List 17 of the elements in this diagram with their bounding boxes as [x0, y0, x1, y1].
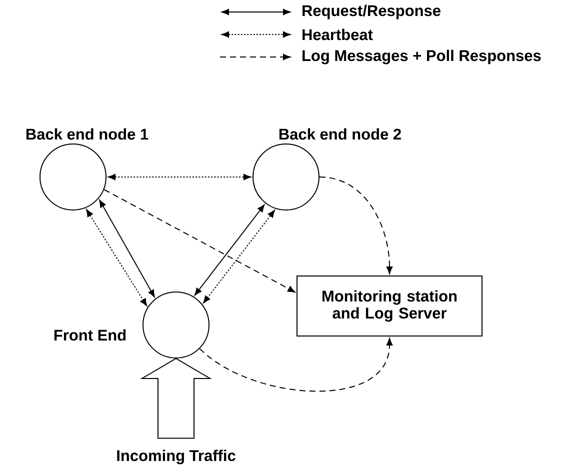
- legend-label: Heartbeat: [302, 28, 373, 40]
- arrow: [194, 204, 265, 296]
- node-label: Front End: [54, 329, 126, 341]
- arrow: [319, 176, 393, 274]
- legend-label: Log Messages + Poll Responses: [302, 50, 541, 64]
- legend-label: Request/Response: [302, 4, 440, 20]
- arrow: [199, 338, 393, 392]
- server-box: Monitoring station and Log Server: [296, 276, 482, 336]
- node-label: Incoming Traffic: [117, 450, 236, 464]
- block-arrow: [140, 358, 212, 439]
- arrow: [104, 189, 296, 292]
- arrow: [86, 209, 148, 306]
- node-label: Back end node 2: [279, 128, 401, 140]
- node-label: Back end node 1: [26, 128, 148, 140]
- arrow: [99, 200, 155, 298]
- arrow: [203, 210, 275, 304]
- arrow: [108, 174, 251, 180]
